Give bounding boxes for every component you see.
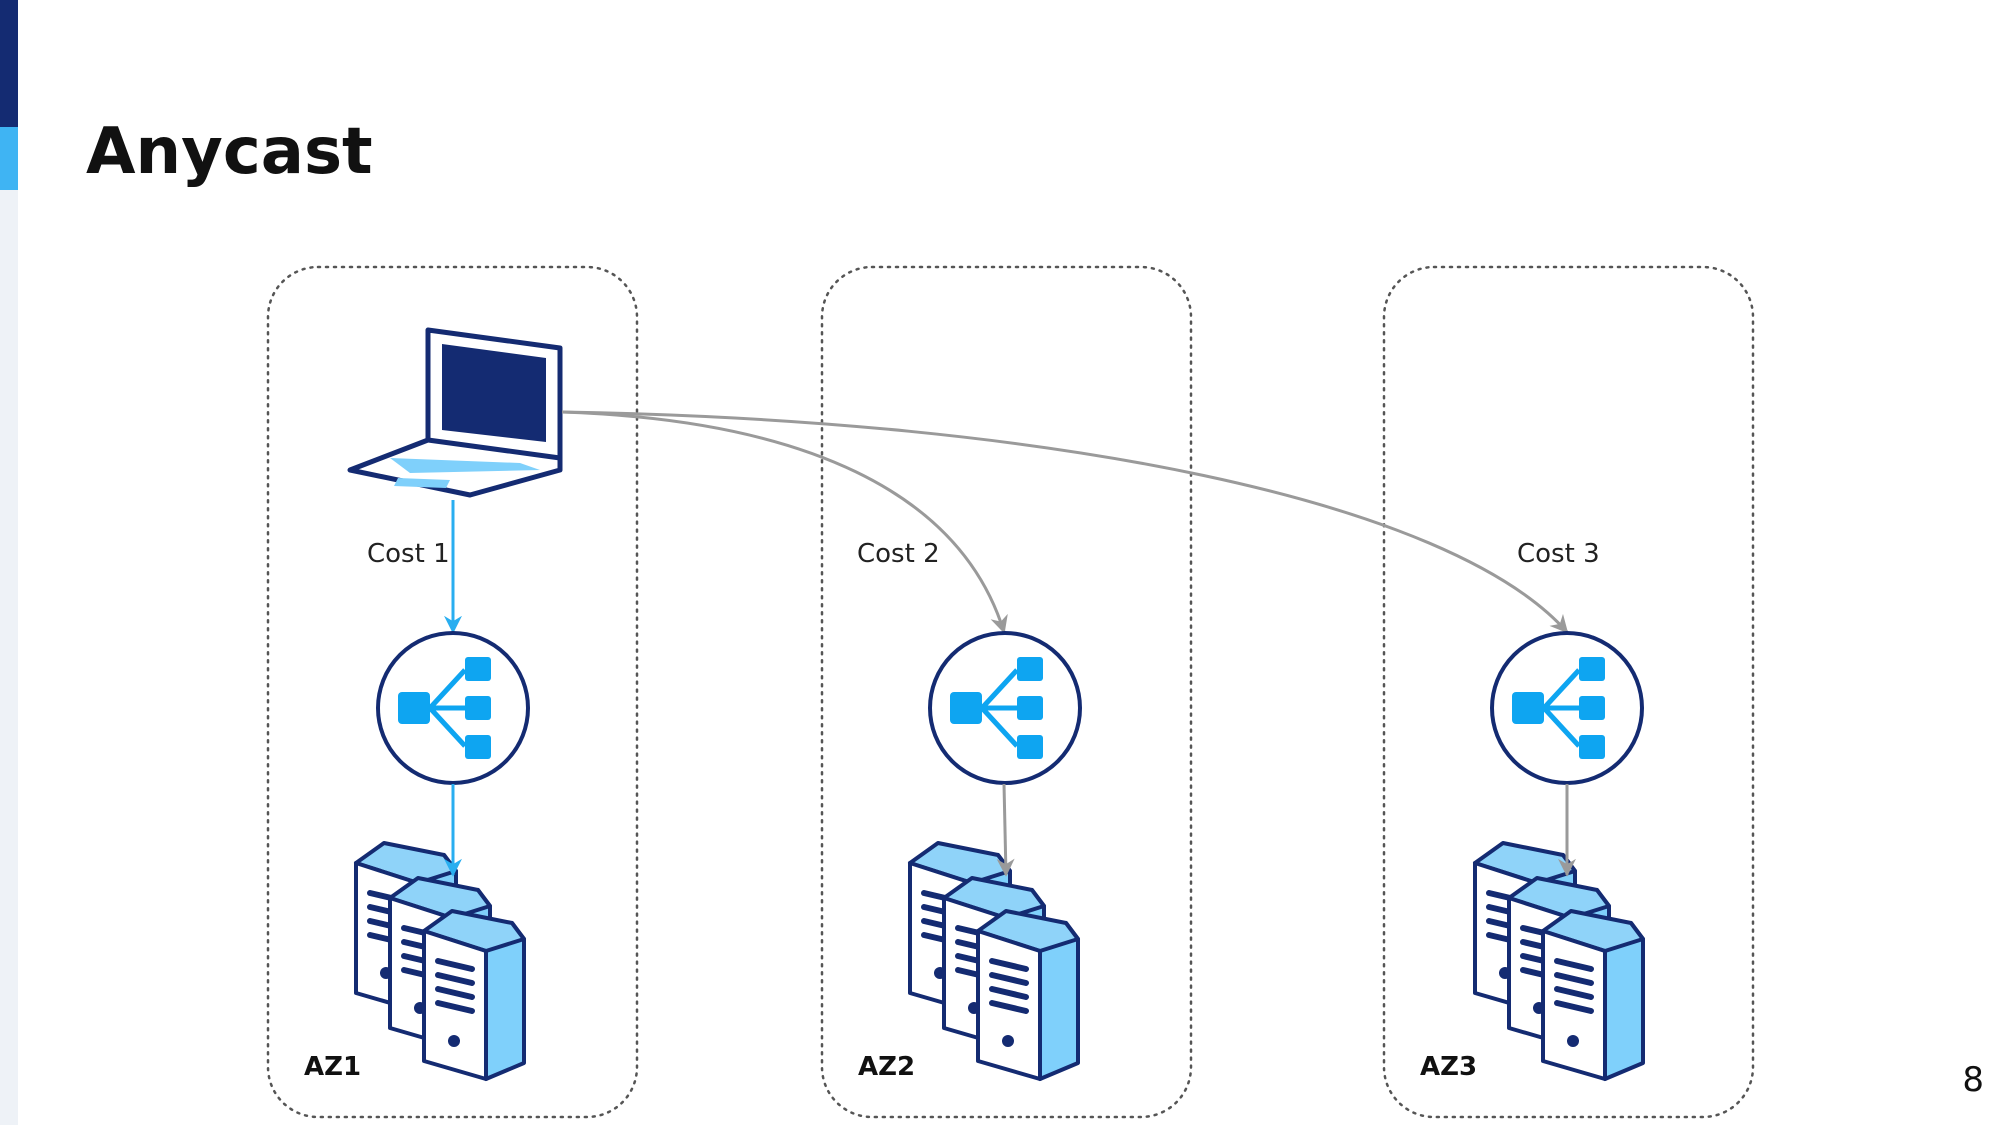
- zone-box-az2: [820, 265, 1193, 1119]
- lb-to-server-arrow-az2: [996, 783, 1015, 877]
- cost-label-az1: Cost 1: [367, 539, 450, 569]
- cost-label-az2: Cost 2: [857, 539, 940, 569]
- page-number: 8: [1962, 1060, 1984, 1100]
- slide-title: Anycast: [86, 115, 373, 189]
- load-balancer-icon: [1492, 633, 1642, 783]
- server-stack-icon: [910, 843, 1078, 1079]
- route-arrow-az2: [561, 410, 1008, 634]
- load-balancer-icon: [378, 633, 528, 783]
- accent-bar: [0, 0, 18, 1125]
- accent-bar-light: [0, 127, 18, 190]
- zone-label-az2: AZ2: [858, 1052, 915, 1082]
- zone-label-az3: AZ3: [1420, 1052, 1477, 1082]
- laptop-icon: [350, 330, 560, 495]
- zone-label-az1: AZ1: [304, 1052, 361, 1082]
- zone-box-az3: [1382, 265, 1755, 1119]
- server-stack-icon: [356, 843, 524, 1079]
- server-stack-icon: [1475, 843, 1643, 1079]
- zone-box-az1: [266, 265, 639, 1119]
- route-arrow-az3: [561, 410, 1569, 634]
- accent-bar-dark: [0, 0, 18, 127]
- cost-label-az3: Cost 3: [1517, 539, 1600, 569]
- load-balancer-icon: [930, 633, 1080, 783]
